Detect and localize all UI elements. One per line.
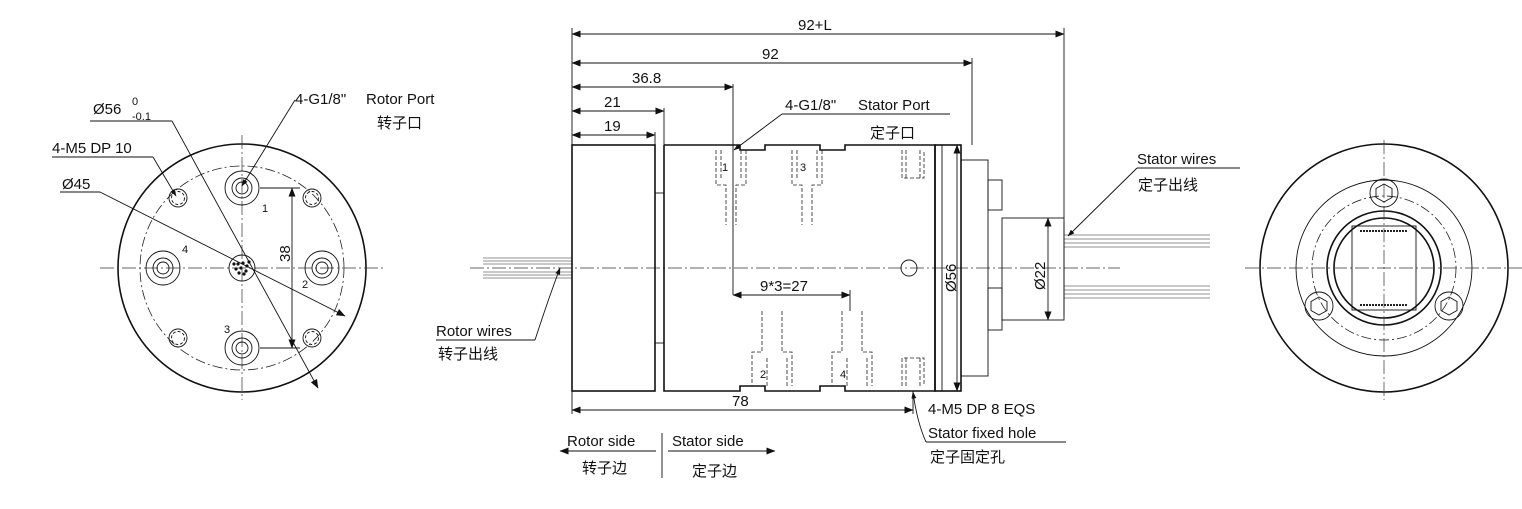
dim-diameter-45: Ø45 — [62, 176, 90, 193]
hex-screw-right — [1434, 291, 1464, 321]
tol-upper: 0 — [132, 96, 138, 108]
stator-wires — [1064, 234, 1210, 299]
rotor-port-3 — [224, 330, 260, 366]
front-view: 1 2 3 4 38 Ø56 0 -0.1 4-M5 DP 10 Ø45 4-G… — [52, 91, 435, 400]
dim-38: 38 — [277, 245, 294, 262]
rotor-side-label-cn: 转子边 — [582, 460, 627, 477]
rotor-port-4 — [145, 250, 181, 286]
dim-pitch: 9*3=27 — [760, 278, 808, 295]
tol-lower: -0.1 — [132, 111, 151, 123]
rotor-port-1 — [224, 170, 260, 206]
screw-holes — [168, 188, 322, 348]
endcap-boss-bottom — [987, 287, 1003, 331]
rotor-wires-label: Rotor wires — [436, 323, 512, 340]
dim-diameter-56-side: Ø56 — [943, 264, 960, 292]
front-port-number-3: 3 — [224, 324, 230, 336]
side-hole — [900, 259, 918, 277]
stator-port-spec: 4-G1/8" — [785, 97, 836, 114]
side-port-number-1: 1 — [722, 162, 728, 174]
dim-19: 19 — [604, 118, 621, 135]
dim-diameter-22: Ø22 — [1032, 262, 1049, 290]
rotor-port-2 — [304, 250, 340, 286]
rotor-side-label: Rotor side — [567, 433, 635, 450]
dim-92: 92 — [762, 46, 779, 63]
side-port-number-4: 4 — [840, 369, 846, 381]
hex-screw-top — [1369, 178, 1399, 208]
rotor-port-label-cn: 转子口 — [377, 115, 422, 132]
stator-wires-label: Stator wires — [1137, 151, 1216, 168]
dim-36-8: 36.8 — [632, 70, 661, 87]
side-port-number-2: 2 — [760, 369, 766, 381]
stator-port-label-cn: 定子口 — [870, 125, 915, 142]
stator-port-passages-bottom — [751, 311, 925, 386]
back-view — [1245, 140, 1522, 400]
screw-hole-spec: 4-M5 DP 10 — [52, 140, 132, 157]
stator-wires-label-cn: 定子出线 — [1138, 177, 1198, 194]
endcap-boss-top — [987, 179, 1003, 211]
back-wire-slot — [1351, 225, 1417, 311]
front-port-number-2: 2 — [302, 279, 308, 291]
fixed-hole-spec: 4-M5 DP 8 EQS — [928, 401, 1035, 418]
rotor-port-label: Rotor Port — [366, 91, 435, 108]
stator-side-label: Stator side — [672, 433, 744, 450]
rotor-port-spec: 4-G1/8" — [295, 91, 346, 108]
dim-92-plus-l: 92+L — [798, 17, 832, 34]
side-port-number-3: 3 — [800, 162, 806, 174]
stator-side-label-cn: 定子边 — [692, 463, 737, 480]
dim-diameter-56: Ø56 — [93, 101, 121, 118]
dim-78: 78 — [732, 393, 749, 410]
rotor-wires-label-cn: 转子出线 — [438, 346, 498, 363]
hex-screw-left — [1304, 291, 1334, 321]
center-wire-bundle — [228, 254, 256, 282]
stator-endcap — [960, 159, 989, 377]
fixed-hole-label-cn: 定子固定孔 — [930, 449, 1005, 466]
dim-21: 21 — [604, 94, 621, 111]
fixed-hole-label: Stator fixed hole — [928, 425, 1036, 442]
front-port-number-4: 4 — [182, 244, 188, 256]
side-view: 1 3 2 4 92+L 92 36.8 21 19 9*3=27 78 Ø56 — [436, 17, 1240, 480]
front-port-number-1: 1 — [262, 203, 268, 215]
stator-port-label: Stator Port — [858, 97, 931, 114]
stator-port-passages-top — [715, 150, 925, 225]
